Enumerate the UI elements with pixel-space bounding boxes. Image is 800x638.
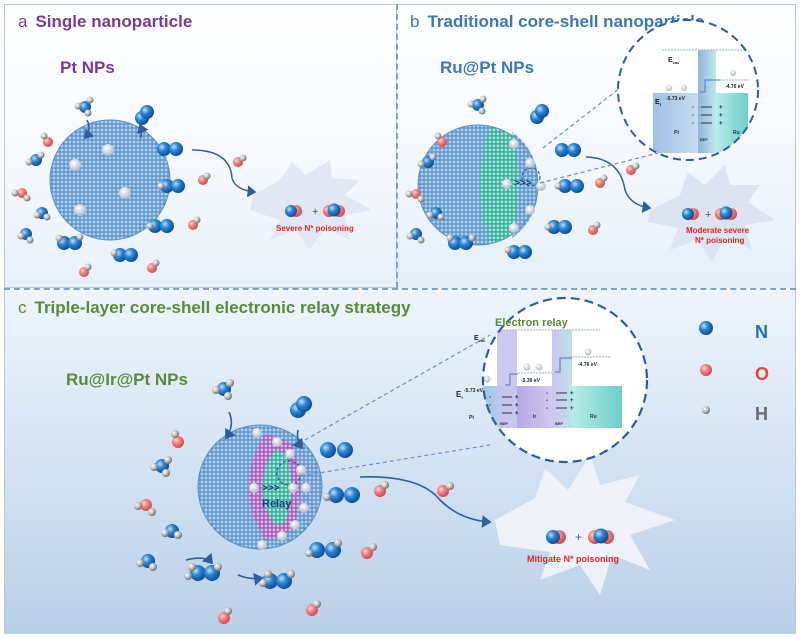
panel-a-molecules [11, 96, 247, 277]
panel-b-inset-pt-energy: -5.73 eV [666, 96, 686, 102]
panel-b-inset-ru-label: Ru [733, 130, 740, 136]
panel-divider-vertical [396, 4, 398, 288]
panel-c-inset-ir-energy: -5.30 eV [521, 378, 541, 384]
panel-a-title-text: Single nanoparticle [35, 12, 193, 31]
panel-c-inset-ef: Ef [456, 390, 463, 400]
panel-b-plus: + [705, 209, 711, 221]
svg-text:+: + [515, 411, 519, 417]
svg-text:+: + [719, 121, 723, 127]
panel-c-inset-bef-2: BEF [555, 421, 564, 426]
panel-b-result-burst [648, 165, 775, 262]
panel-divider-horizontal [4, 288, 796, 290]
panel-b-subtitle: Ru@Pt NPs [440, 58, 535, 77]
legend-label-h: H [755, 404, 768, 424]
panel-c-electrons [249, 428, 311, 550]
panel-b-title-text: Traditional core-shell nanoparticle [427, 12, 705, 31]
svg-text:-: - [489, 411, 491, 417]
svg-text:+: + [570, 406, 574, 412]
svg-text:+: + [515, 403, 519, 409]
panel-a-result-label: Severe N* poisoning [276, 224, 354, 233]
panel-a-plus: + [312, 206, 318, 218]
panel-c-inset-heading: Electron relay [495, 317, 569, 329]
panel-c-subtitle: Ru@Ir@Pt NPs [66, 370, 188, 389]
legend-label-o: O [755, 364, 770, 384]
panel-a-result-burst [250, 160, 372, 250]
panel-b-inset-ef: Ef [655, 99, 662, 107]
panel-b-result-label-line2: N* poisoning [695, 236, 744, 245]
panel-b-inset-pt-label: Pt [674, 130, 679, 136]
panel-b-callout-lines [539, 87, 671, 184]
svg-text:-: - [489, 403, 491, 409]
panel-c-title-text: Triple-layer core-shell electronic relay… [34, 298, 411, 317]
panel-c-callout-lines [299, 334, 491, 477]
panel-a-letter: a [18, 12, 28, 31]
legend-h-atom-icon [702, 406, 710, 414]
panel-b-result-label-line1: Moderate severe [686, 226, 750, 235]
panel-b-electrons [502, 139, 546, 233]
svg-text:+: + [570, 398, 574, 404]
panel-c-arrows [185, 411, 492, 586]
panel-a-electrons [69, 144, 131, 216]
svg-text:+: + [719, 105, 723, 111]
svg-text:-: - [546, 391, 548, 397]
panel-a-arrows [84, 119, 257, 198]
legend-label-n: N [755, 322, 768, 342]
panel-a-title: a Single nanoparticle [18, 12, 192, 32]
panel-b-title: b Traditional core-shell nanoparticle [410, 12, 704, 32]
panel-c-relay-arrows: >>> [262, 483, 280, 494]
panel-c-molecules [134, 379, 454, 624]
panel-b-band-inset [617, 19, 759, 161]
panel-b-molecules [405, 95, 640, 259]
legend-o-atom-icon [700, 364, 712, 376]
panel-c-relay-label: Relay [262, 498, 292, 510]
panel-c-inset-pt-energy: -5.73 eV [464, 388, 484, 394]
panel-c-letter: c [18, 298, 27, 317]
panel-b-inset-bef: BEF [700, 137, 709, 142]
svg-text:-: - [692, 121, 694, 127]
panel-c-triple-layer [4, 290, 796, 634]
panel-c-inset-ir-label: Ir [533, 414, 536, 420]
svg-text:-: - [692, 113, 694, 119]
panel-c-result-burst [495, 455, 675, 595]
panel-b-relay-arrows: >>> [514, 178, 532, 189]
panel-b-inset-charges: - - - + + + [692, 105, 723, 127]
svg-text:-: - [692, 105, 694, 111]
svg-text:-: - [489, 395, 491, 401]
panel-a-subtitle: Pt NPs [60, 58, 115, 77]
panel-c-inset-bef-1: BEF [500, 421, 509, 426]
legend-n-atom-icon [699, 321, 713, 335]
panel-c-title: c Triple-layer core-shell electronic rela… [18, 298, 411, 318]
svg-text:-: - [546, 398, 548, 404]
legend-atoms [699, 321, 713, 414]
panel-b-inset-ru-energy: -4.76 eV [725, 84, 745, 90]
panel-c-inset-charges: --- +++ --- +++ [489, 391, 574, 417]
panel-b-arrows [585, 156, 652, 213]
svg-text:+: + [719, 113, 723, 119]
svg-text:+: + [515, 395, 519, 401]
panel-c-inset-evac: Evac [474, 335, 486, 343]
panel-c-inset-pt-label: Pt [469, 415, 474, 421]
svg-text:-: - [546, 406, 548, 412]
svg-text:+: + [570, 391, 574, 397]
panel-c-inset-ru-label: Ru [590, 414, 597, 420]
panel-c-plus: + [575, 530, 582, 544]
panel-b-inset-evac: Evac [668, 57, 680, 65]
panel-c-inset-ru-energy: -4.76 eV [578, 362, 598, 368]
panel-c-result-label: Mitigate N* poisoning [527, 554, 619, 564]
panel-b-letter: b [410, 12, 420, 31]
